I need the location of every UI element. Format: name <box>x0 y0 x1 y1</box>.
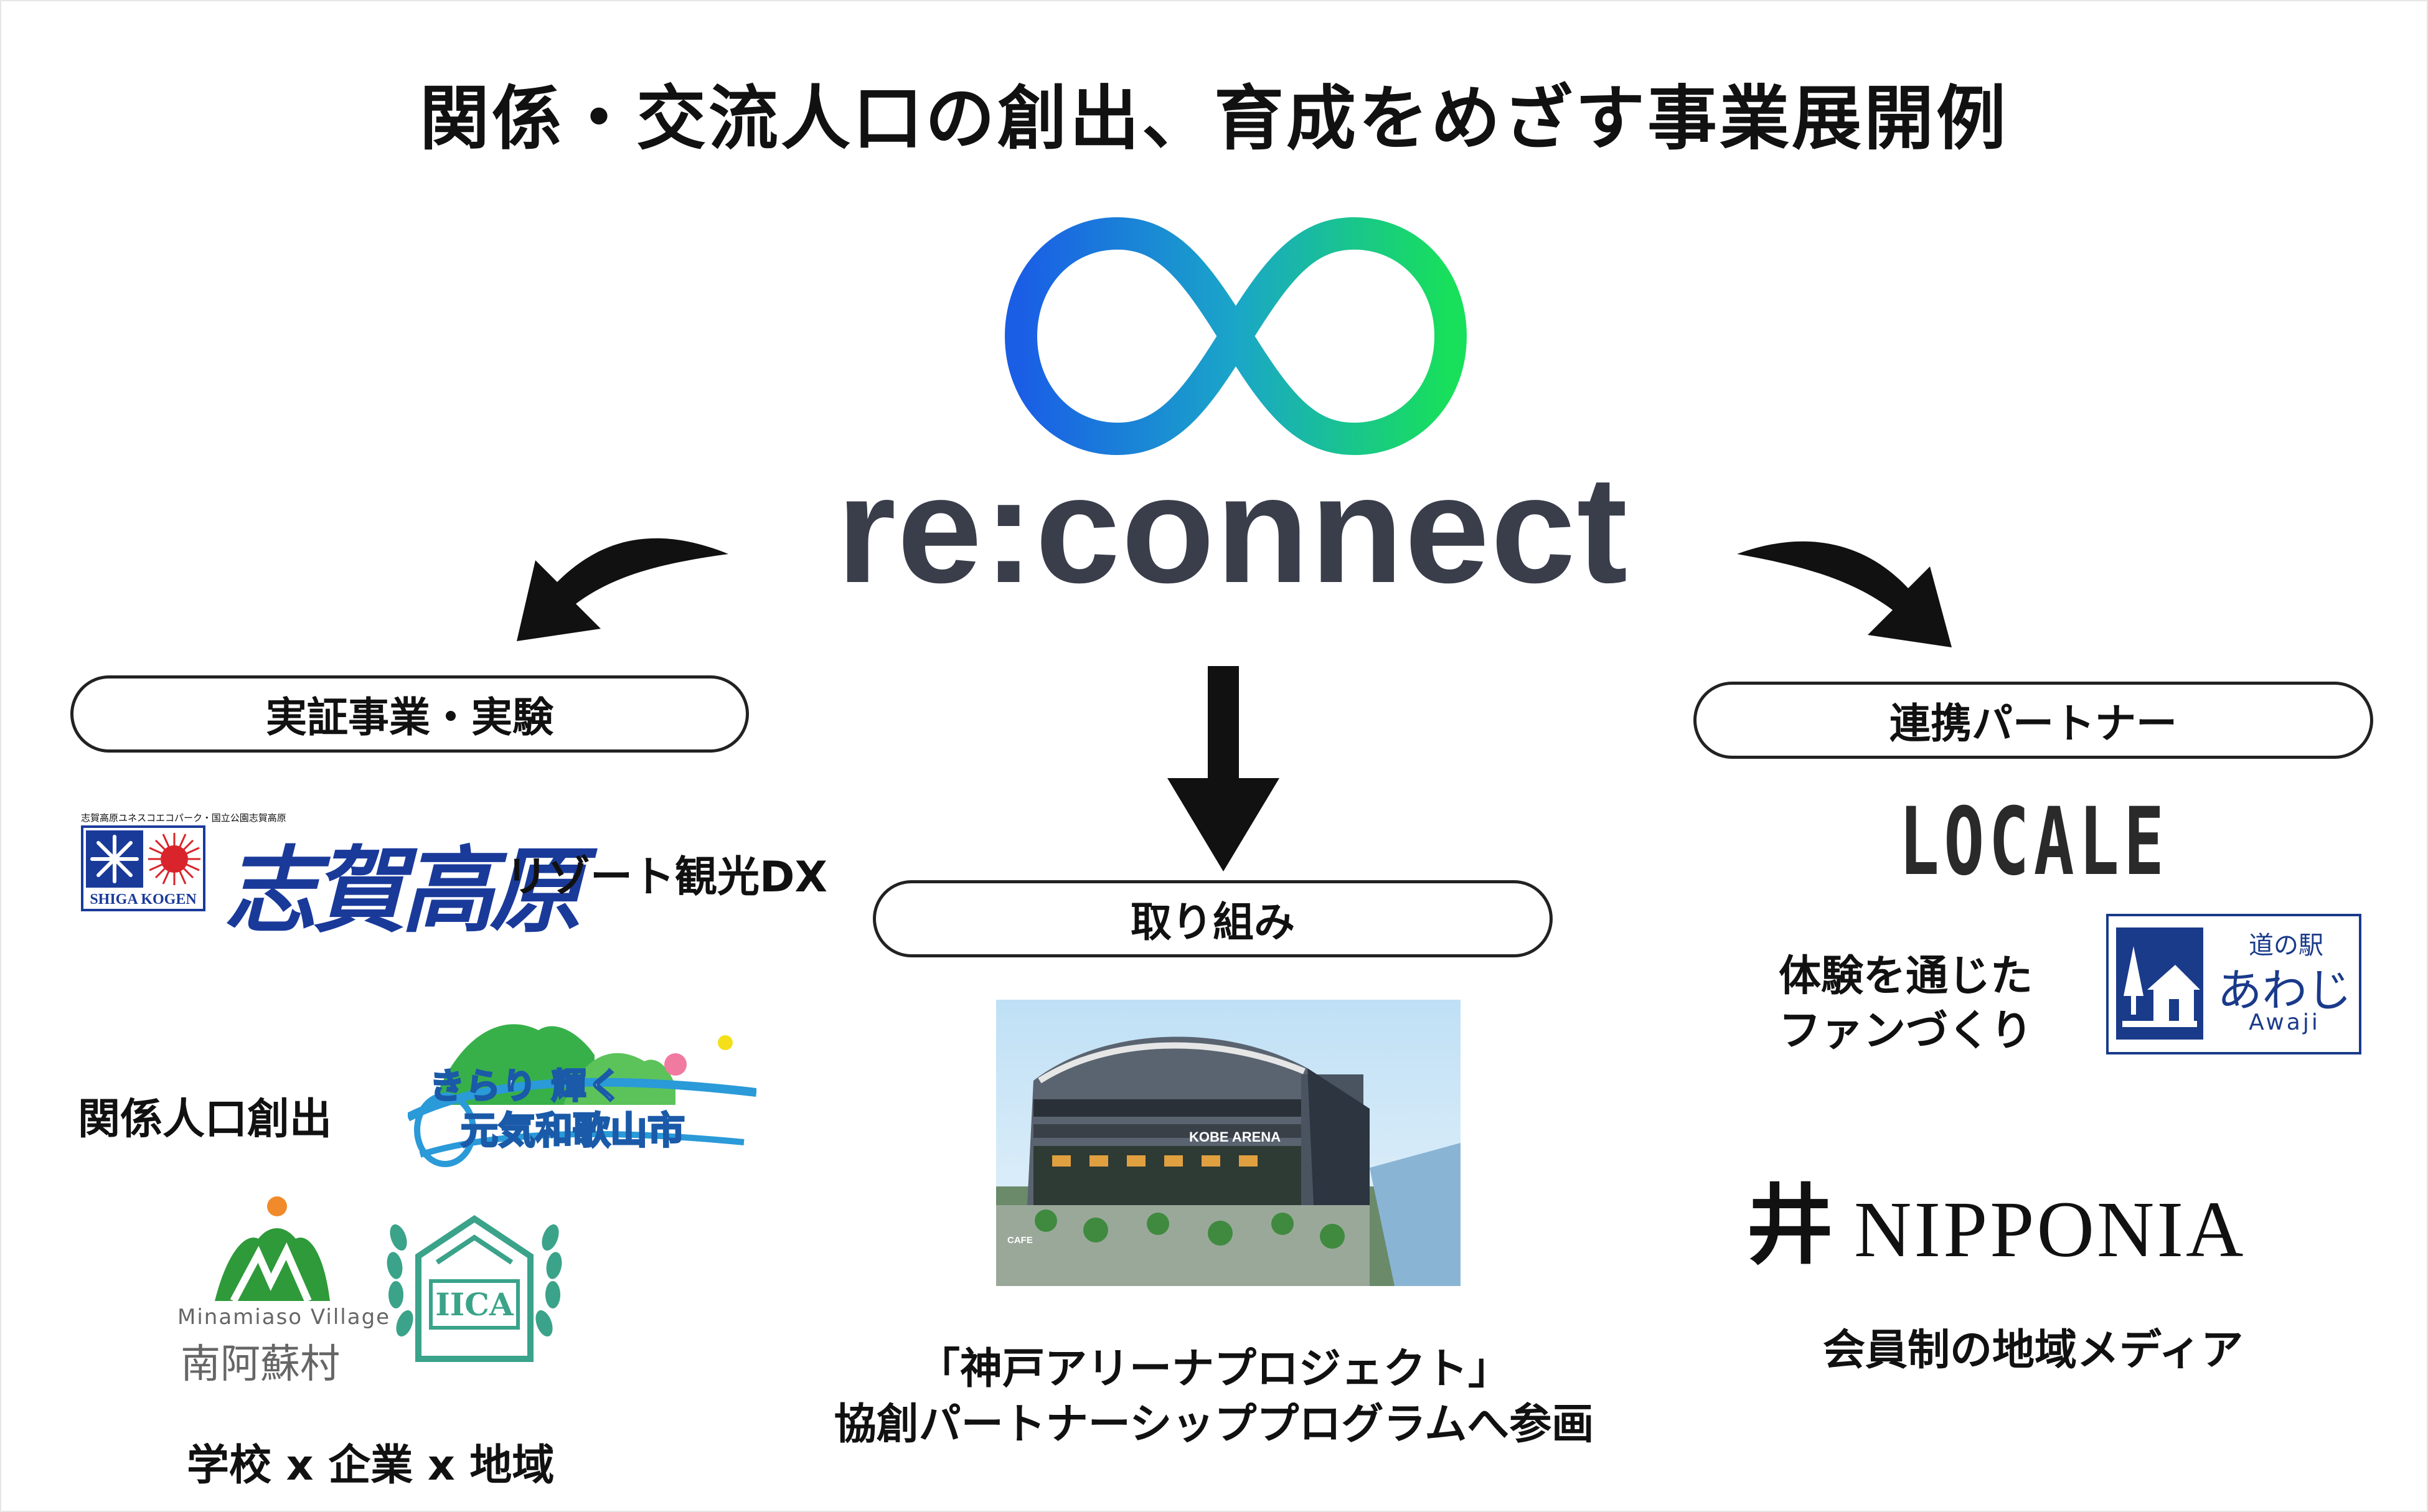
snowflake-icon <box>86 830 143 888</box>
wakayama-description: 関係人口創出 <box>78 1095 332 1144</box>
shiga-small-caption: 志賀高原ユネスコエコパーク・国立公園志賀高原 <box>81 812 286 824</box>
iica-label: IICA <box>435 1286 514 1323</box>
section-pill-center: 取り組み <box>873 880 1553 957</box>
sun-icon <box>148 833 200 885</box>
wakayama-logo-line1: きらり 輝く <box>429 1066 624 1108</box>
right-description-line1: 体験を通じた <box>1779 952 2033 1001</box>
section-pill-right: 連携パートナー <box>1693 682 2373 759</box>
page-title: 関係・交流人口の創出、育成をめざす事業展開例 <box>420 78 2008 159</box>
arena-illustration <box>996 1036 1461 1286</box>
minamiaso-logo <box>215 1196 330 1303</box>
wakayama-logo-line2: 元気和歌山市 <box>460 1109 686 1154</box>
shiga-emblem: SHIGA KOGEN <box>81 825 205 911</box>
arena-sign: KOBE ARENA <box>1189 1129 1281 1145</box>
awaji-en-text: Awaji <box>2249 1010 2320 1035</box>
minamiaso-en: Minamiaso Village <box>177 1305 391 1330</box>
kobe-arena-image: KOBE ARENA CAFE <box>996 1000 1461 1286</box>
awaji-jp-text: あわじ <box>2217 964 2352 1017</box>
tree-icon <box>2124 946 2143 1015</box>
down-arrow-icon <box>1167 666 1279 871</box>
awaji-top-text: 道の駅 <box>2249 931 2323 960</box>
wakayama-logo <box>408 1024 756 1167</box>
shiga-en-label: SHIGA KOGEN <box>90 891 197 908</box>
center-caption-line1: 「神戸アリーナプロジェクト」 <box>917 1345 1510 1394</box>
arena-cafe-sign: CAFE <box>1007 1235 1033 1246</box>
nipponia-logo: NIPPONIA <box>1854 1185 2246 1274</box>
brand-wordmark: re:connect <box>836 444 1629 614</box>
curved-arrow-right-icon <box>1737 541 1952 647</box>
iica-emblem <box>387 1214 562 1362</box>
laurel-icon <box>387 1224 562 1337</box>
bottom-left-description: 学校 x 企業 x 地域 <box>187 1441 555 1490</box>
house-icon <box>2147 965 2200 1021</box>
section-pill-left: 実証事業・実験 <box>70 675 749 753</box>
shiga-description: リゾート観光DX <box>506 853 827 902</box>
center-caption-line2: 協創パートナーシッププログラムへ参画 <box>834 1400 1594 1449</box>
infinity-icon <box>1005 217 1467 455</box>
awaji-logo: 道の駅 あわじ Awaji <box>2106 914 2361 1054</box>
right-media-description: 会員制の地域メディア <box>1823 1326 2244 1375</box>
minamiaso-jp: 南阿蘇村 <box>181 1341 340 1388</box>
right-description-line2: ファンづくり <box>1779 1007 2033 1056</box>
curved-arrow-left-icon <box>517 538 728 641</box>
awaji-emblem <box>2116 927 2203 1040</box>
locale-logo: LOCALE <box>1899 788 2169 896</box>
nipponia-mark: 井 <box>1746 1175 1834 1277</box>
shiga-jp-logo: 志賀高原 <box>224 836 583 946</box>
